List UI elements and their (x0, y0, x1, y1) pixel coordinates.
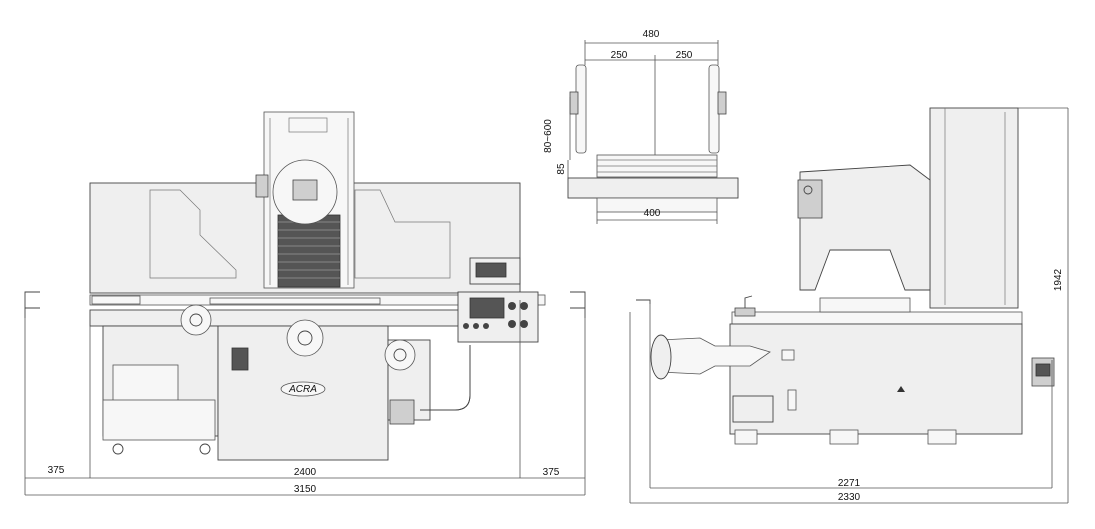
side-base (729, 323, 1023, 435)
side-chuck (819, 297, 911, 313)
dim-label-375-left: 375 (48, 465, 65, 476)
dim-label-1942: 1942 (1053, 268, 1064, 291)
handwheel-left[interactable] (180, 304, 212, 336)
base-logo-text: ACRA (288, 384, 317, 395)
side-head-motor (797, 179, 823, 219)
side-view: 1942 2271 2330 (629, 107, 1069, 504)
control-panel-screen (469, 297, 505, 319)
base-block (596, 197, 718, 213)
side-plate (781, 349, 795, 361)
coolant-cart (102, 399, 216, 441)
column-bellows (277, 214, 341, 288)
dim-label-250-left: 250 (611, 50, 628, 61)
coolant-tank (112, 364, 179, 404)
table-slot (209, 297, 381, 305)
handwheel-center[interactable] (286, 319, 324, 357)
table-left-label (91, 295, 141, 305)
wheel-head-handle (255, 174, 269, 198)
side-coolant-box (732, 395, 774, 423)
side-pump-motor (650, 334, 672, 380)
wheel-detail: 480 250 250 80~600 85 400 (543, 29, 739, 224)
dim-label-375-right: 375 (543, 467, 560, 478)
wheel-right (708, 64, 720, 154)
wheel-head-plate (292, 179, 318, 201)
side-lever (734, 307, 756, 317)
front-view: ACRA 375 2400 375 3150 (24, 111, 586, 496)
dim-label-480: 480 (643, 29, 660, 40)
column-label-plate (288, 117, 328, 133)
housing-recess-right (354, 189, 451, 279)
side-wheel-head (799, 164, 931, 291)
dim-label-80-600: 80~600 (543, 119, 554, 153)
left-bracket (24, 291, 40, 318)
side-spindle-drive (659, 337, 771, 375)
wheel-right-hub (717, 91, 727, 115)
dim-label-3150: 3150 (294, 484, 317, 495)
warning-icon (897, 386, 905, 392)
wheel-left-hub (569, 91, 579, 115)
cart-wheel-left (112, 443, 124, 455)
dim-label-250-right: 250 (676, 50, 693, 61)
saddle (89, 309, 463, 327)
base-nameplate (231, 347, 249, 371)
handwheel-right[interactable] (384, 339, 416, 371)
dim-label-2330: 2330 (838, 492, 861, 503)
dim-label-2271: 2271 (838, 478, 861, 489)
base-logo (280, 381, 326, 397)
hydraulic-unit (389, 399, 415, 425)
dim-label-2400: 2400 (294, 467, 317, 478)
saddle-block (567, 177, 739, 199)
hydraulic-hose-outline (420, 345, 471, 411)
side-bracket (636, 299, 651, 304)
side-table (731, 311, 1023, 325)
readout-screen (475, 262, 507, 278)
housing-recess-left (149, 189, 237, 279)
dim-label-400: 400 (644, 208, 661, 219)
dim-label-85: 85 (556, 163, 567, 175)
cart-wheel-right (199, 443, 211, 455)
right-bracket (570, 291, 586, 318)
